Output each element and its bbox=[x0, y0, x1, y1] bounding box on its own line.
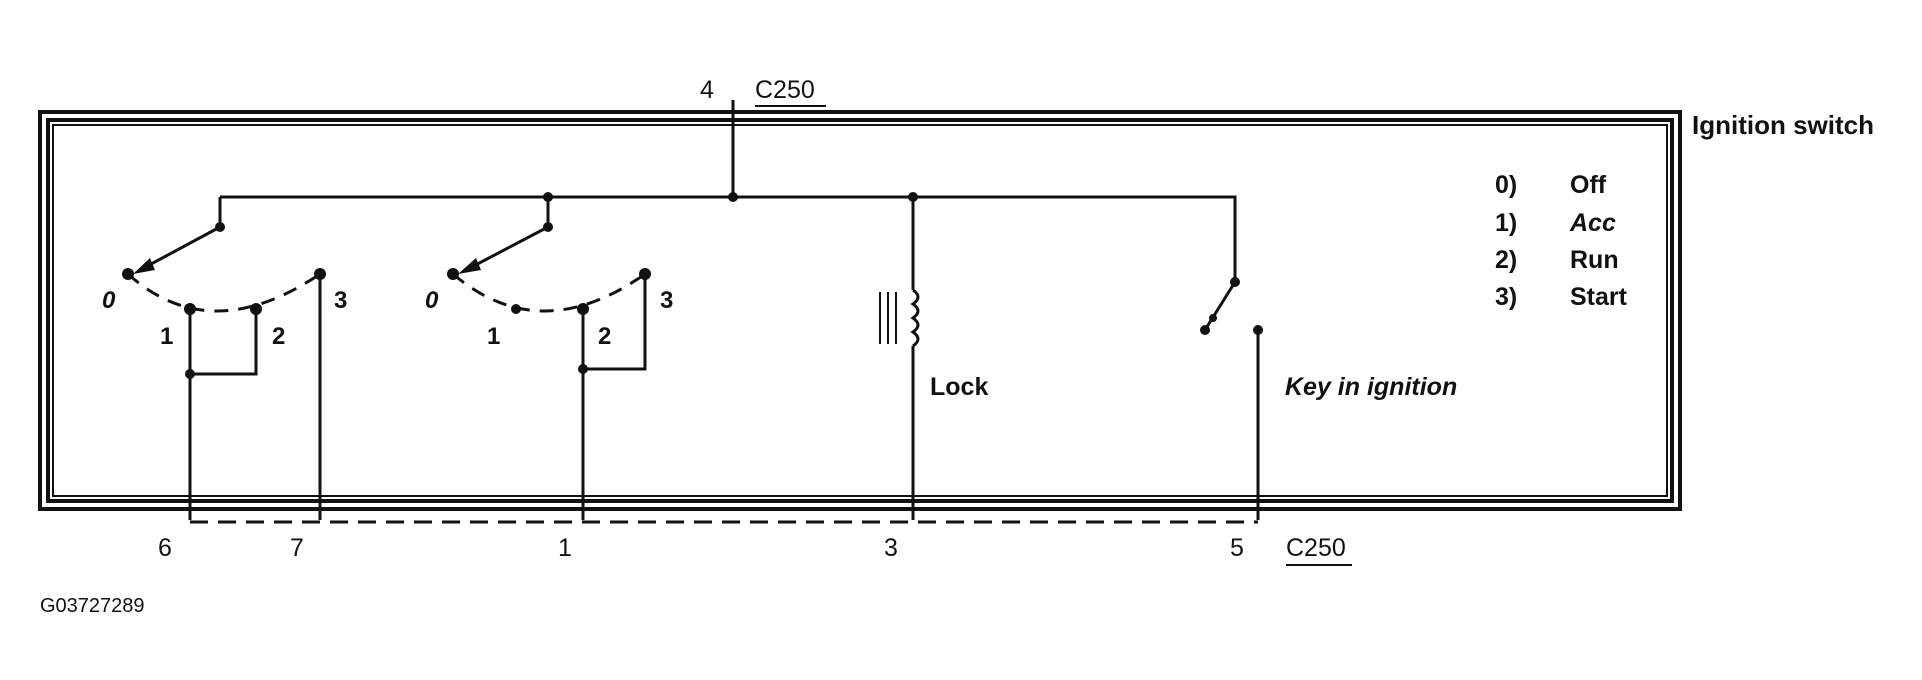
lock-solenoid bbox=[879, 197, 920, 520]
legend-label-3: Start bbox=[1570, 283, 1628, 311]
bottom-pin-1: 1 bbox=[558, 534, 572, 562]
switch-b-pos-0: 0 bbox=[425, 287, 439, 314]
switch-a-pos-0: 0 bbox=[102, 287, 116, 314]
switch-b-pos-3: 3 bbox=[660, 287, 673, 314]
power-bus bbox=[220, 100, 1237, 282]
legend-num-3: 3) bbox=[1495, 283, 1517, 311]
switch-b bbox=[447, 197, 651, 520]
bottom-pin-3: 3 bbox=[884, 534, 898, 562]
switch-b-pos-2: 2 bbox=[598, 323, 611, 350]
legend-label-2: Run bbox=[1570, 246, 1619, 274]
bottom-pin-5: 5 bbox=[1230, 534, 1244, 562]
switch-a-pos-3: 3 bbox=[334, 287, 347, 314]
legend-label-1: Acc bbox=[1569, 209, 1616, 237]
bottom-connector-label: C250 bbox=[1286, 534, 1346, 562]
diagram-title: Ignition switch bbox=[1692, 110, 1874, 140]
key-in-ignition-switch bbox=[1200, 277, 1263, 520]
top-connector-label: C250 bbox=[755, 76, 815, 104]
legend-num-2: 2) bbox=[1495, 246, 1517, 274]
legend-label-0: Off bbox=[1570, 171, 1607, 199]
bottom-pin-7: 7 bbox=[290, 534, 304, 562]
switch-a-pos-1: 1 bbox=[160, 323, 173, 350]
legend-num-0: 0) bbox=[1495, 171, 1517, 199]
bottom-pin-6: 6 bbox=[158, 534, 172, 562]
switch-housing bbox=[38, 110, 1682, 511]
figure-id: G03727289 bbox=[40, 595, 145, 617]
switch-b-pos-1: 1 bbox=[487, 323, 500, 350]
position-legend: 0) Off 1) Acc 2) Run 3) Start bbox=[1495, 171, 1628, 311]
lock-label: Lock bbox=[930, 373, 988, 401]
key-in-ignition-label: Key in ignition bbox=[1285, 373, 1457, 401]
legend-num-1: 1) bbox=[1495, 209, 1517, 237]
switch-a bbox=[122, 197, 326, 520]
switch-a-pos-2: 2 bbox=[272, 323, 285, 350]
top-pin-label: 4 bbox=[700, 76, 714, 104]
